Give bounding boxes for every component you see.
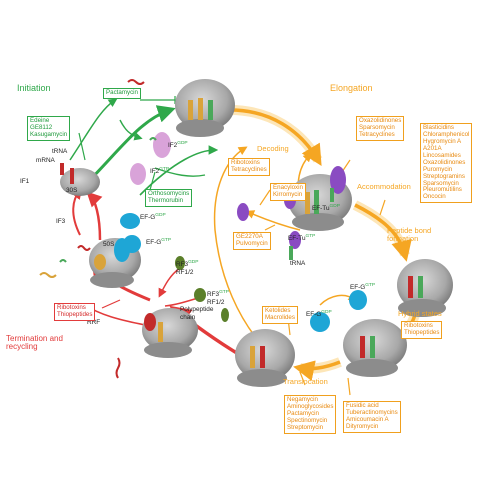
if2-gtp-label: IF2GTP [150, 167, 170, 175]
trna-icon [60, 163, 64, 175]
ef-tu-icon [237, 203, 249, 221]
if1-label: IF1 [20, 178, 30, 185]
phase-initiation-label: Initiation [17, 83, 51, 93]
ef-g-icon [120, 213, 140, 229]
release-factor-icon [175, 256, 185, 270]
efg-gdp-bottom-label: EF-GGDP [306, 310, 332, 318]
release-factor-icon [221, 308, 229, 322]
eftu-gdp-label: EF-TuGDP [312, 204, 340, 212]
ef-tu-icon [289, 231, 301, 249]
50s-label: 50S [103, 241, 115, 248]
rf12-label: RF1/2 [176, 269, 194, 276]
phase-translocation-label: Translocation [283, 377, 328, 386]
mrna-icon [39, 79, 157, 379]
30s-label: 30S [66, 187, 78, 194]
release-factor-icon [194, 288, 206, 302]
rf3-gdp-label: RF3GDP [176, 260, 199, 268]
ef-g-icon [310, 312, 330, 332]
phase-hybrid-states-label: Hybrid states [398, 309, 442, 318]
ribosome-icon [235, 329, 295, 387]
if2-gdp-label: IF2GDP [168, 141, 188, 149]
if2-icon [130, 163, 146, 185]
trna-label: tRNA [52, 148, 68, 155]
eftu-gtp-label: EF-TuGTP [288, 234, 316, 242]
rf3-gtp-label: RF3GTP [207, 290, 229, 298]
efg-gtp-right-label: EF-GGTP [350, 283, 376, 291]
efg-gtp-label: EF-GGTP [146, 238, 172, 246]
ribosome-icon [397, 259, 453, 317]
efg-gdp-label: EF-GGDP [140, 213, 166, 221]
ribosome-icon [175, 79, 235, 137]
if3-label: IF3 [56, 218, 66, 225]
ribosome-icon [142, 308, 198, 358]
rrf-label: RRF [87, 319, 101, 326]
ef-g-icon [349, 290, 367, 310]
ribosome-icon [343, 319, 407, 377]
phase-accommodation-label: Accommodation [357, 182, 411, 191]
phase-decoding-label: Decoding [257, 144, 289, 153]
trna-icon [289, 246, 293, 260]
polypeptide-label: Polypeptide [180, 306, 214, 313]
ef-g-icon [123, 235, 141, 253]
mrna-label: mRNA [36, 157, 55, 164]
ribosome-icon [60, 168, 100, 196]
chain-label: chain [180, 314, 196, 321]
rf12-b-label: RF1/2 [207, 299, 225, 306]
trna-icon [330, 188, 334, 202]
if2-icon [153, 132, 171, 158]
phase-peptide-bond-label: Peptide bond formation [387, 226, 432, 243]
inhibitor-box-pactamycin: Pactamycin [103, 88, 141, 99]
phase-elongation-label: Elongation [330, 83, 373, 93]
phase-termination-label: Termination and recycling [6, 334, 63, 352]
trna-elongation-label: tRNA [290, 260, 306, 267]
